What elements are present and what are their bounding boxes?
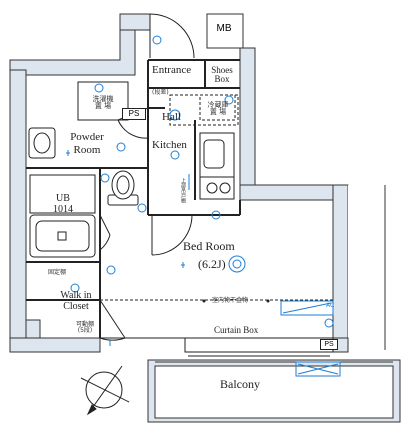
electrical-symbols (66, 35, 335, 350)
ub-label-line2: 1014 (53, 204, 73, 215)
curtain-box-label: Curtain Box (214, 325, 259, 335)
ceiling-light-icon (70, 283, 80, 293)
entrance-label: Entrance (152, 64, 192, 76)
shoes-box-label: Shoes Box (207, 66, 237, 84)
stove-icon (199, 176, 235, 200)
toilet-icon (107, 170, 139, 206)
outlet-icon (152, 35, 162, 45)
hall-label: Hall (162, 111, 181, 123)
upper-cabinet-note: 上部吊戸棚 (180, 178, 186, 203)
washer-note: 洗濯機 置 場 (82, 96, 124, 110)
walk-in-closet-label-line2: Closet (63, 301, 89, 312)
powder-room-label-line1: Powder (70, 131, 104, 143)
bathtub (29, 174, 96, 258)
ub-label: UB 1014 (48, 194, 78, 215)
ceiling-light-icon (170, 150, 180, 160)
fridge-note: 冷蔵庫 置 場 (201, 102, 235, 116)
doors (99, 13, 196, 341)
powder-room-label: Powder Room (62, 132, 112, 156)
fridge-note-line1: 冷蔵庫 (207, 101, 229, 109)
fixed-shelf-note: 固定棚 (48, 269, 67, 276)
indoor-drying-note: 室内物干金物 (212, 297, 249, 304)
movable-shelf-note-line2: (5段) (77, 327, 93, 334)
drying-hardware (202, 299, 270, 303)
powder-room-label-line2: Room (73, 144, 101, 156)
ceiling-light-icon (228, 255, 246, 273)
washer-note-line1: 洗濯機 (92, 95, 114, 103)
compass-icon (80, 365, 130, 416)
outlet-icon (324, 318, 334, 328)
movable-shelf-note-line1: 可動棚 (75, 321, 94, 328)
shoes-box-label-line2: Box (214, 74, 230, 84)
fridge-note-line2: 置 場 (209, 108, 227, 116)
balcony-area (147, 359, 401, 423)
ps-bottom-label: PS (320, 339, 338, 350)
outlet-icon (100, 173, 110, 183)
dashed-guides (100, 94, 333, 301)
walk-in-closet-label: Walk in Closet (54, 291, 98, 312)
outlet-icon (211, 210, 221, 220)
exterior-walls (9, 13, 402, 353)
kitchen-sink (199, 132, 235, 178)
outlet-icon (224, 95, 234, 105)
outlet-icon (106, 265, 116, 275)
interior-walls (26, 59, 334, 353)
shoes-box-label-line1: Shoes (211, 65, 233, 75)
kitchen-label: Kitchen (152, 139, 187, 151)
washbasin-icon (28, 127, 56, 159)
outdoor-unit (295, 361, 341, 377)
outlet-icon (94, 83, 104, 93)
ceiling-light-icon (169, 109, 181, 121)
bed-room-label: Bed Room (183, 239, 235, 253)
washer-note-line2: 置 場 (94, 102, 112, 110)
mb-label: MB (216, 23, 232, 34)
window (188, 351, 330, 357)
air-conditioner-icon (280, 300, 334, 316)
bed-size-label: (6.2J) (198, 257, 226, 271)
movable-shelf-note: 可動棚 (5段) (72, 322, 98, 334)
ps-top-label: PS (122, 108, 146, 120)
ceiling-light-icon (116, 142, 126, 152)
walk-in-closet-label-line1: Walk in (60, 290, 92, 301)
step-note: (段差) (152, 89, 169, 96)
outlet-icon (137, 203, 147, 213)
ub-label-line1: UB (56, 193, 70, 204)
ac-note: AC (326, 302, 335, 309)
balcony-label: Balcony (220, 377, 260, 391)
washer-place (77, 81, 129, 121)
